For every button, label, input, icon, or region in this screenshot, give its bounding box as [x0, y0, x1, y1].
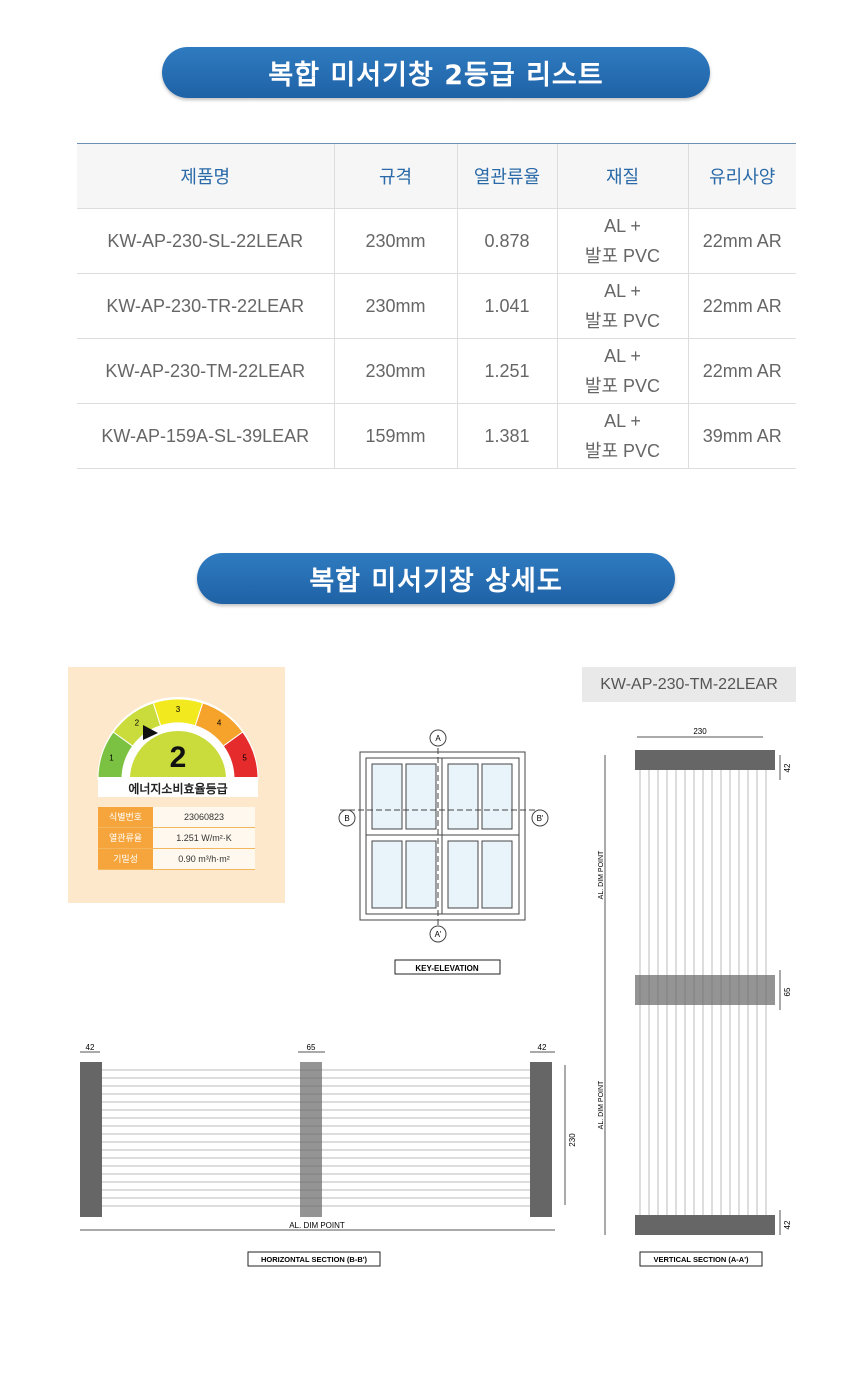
- grade-scale-label: 1: [109, 753, 114, 762]
- grade-pointer-icon: [143, 725, 158, 740]
- material-line: 발포 PVC: [584, 246, 661, 266]
- horizontal-section-drawing: 42 65 42 230 AL. DIM POINT HORIZONTAL SE…: [80, 1043, 577, 1267]
- label-value: 23060823: [153, 807, 255, 828]
- material: AL + 발포 PVC: [556, 403, 688, 469]
- dim-230: 230: [693, 727, 707, 736]
- key-elevation-caption: KEY-ELEVATION: [415, 964, 478, 973]
- product-name: KW-AP-230-TR-22LEAR: [77, 273, 334, 339]
- material-line: AL +: [604, 411, 641, 431]
- label-value: 1.251 W/m²·K: [153, 827, 255, 849]
- dim-42: 42: [783, 763, 792, 772]
- col-header: 열관류율: [456, 143, 557, 209]
- dim-point-label: AL. DIM POINT: [598, 1080, 605, 1129]
- size: 230mm: [333, 338, 457, 404]
- dim-42: 42: [538, 1043, 547, 1052]
- list-section-title: 복합 미서기창 2등급 리스트: [162, 47, 710, 98]
- material-line: 발포 PVC: [584, 441, 661, 461]
- label-key: 열관류율: [98, 827, 153, 849]
- vertical-section-drawing: 230 42 65 42 AL. DIM POINT AL. DIM POINT…: [598, 727, 792, 1267]
- u-value: 1.041: [456, 273, 557, 339]
- dim-42: 42: [86, 1043, 95, 1052]
- size: 230mm: [333, 208, 457, 274]
- material-line: 발포 PVC: [584, 311, 661, 331]
- product-name: KW-AP-230-SL-22LEAR: [77, 208, 334, 274]
- grade-scale-label: 4: [217, 718, 222, 727]
- material-line: AL +: [604, 281, 641, 301]
- material-line: AL +: [604, 346, 641, 366]
- horizontal-section-caption: HORIZONTAL SECTION (B-B'): [261, 1255, 368, 1264]
- dim-230: 230: [568, 1133, 577, 1147]
- key-elevation-drawing: A A' B B' KEY-ELEVATION: [338, 729, 549, 975]
- glass: 22mm AR: [687, 273, 796, 339]
- material: AL + 발포 PVC: [556, 273, 688, 339]
- product-name: KW-AP-230-TM-22LEAR: [77, 338, 334, 404]
- col-header: 재질: [556, 143, 688, 209]
- dim-65: 65: [307, 1043, 316, 1052]
- glass: 22mm AR: [687, 208, 796, 274]
- label-key: 기밀성: [98, 848, 153, 870]
- glass: 39mm AR: [687, 403, 796, 469]
- label-key: 식별번호: [98, 807, 153, 828]
- glass: 22mm AR: [687, 338, 796, 404]
- size: 159mm: [333, 403, 457, 469]
- u-value: 1.381: [456, 403, 557, 469]
- grade-number: 2: [170, 741, 187, 774]
- material-line: 발포 PVC: [584, 376, 661, 396]
- col-header: 유리사양: [687, 143, 796, 209]
- product-name: KW-AP-159A-SL-39LEAR: [77, 403, 334, 469]
- u-value: 0.878: [456, 208, 557, 274]
- grade-scale-label: 5: [242, 753, 247, 762]
- dim-point-label: AL. DIM POINT: [598, 850, 605, 899]
- col-header: 제품명: [77, 143, 334, 209]
- dim-65: 65: [783, 987, 792, 996]
- model-label: KW-AP-230-TM-22LEAR: [582, 667, 796, 702]
- material-line: AL +: [604, 216, 641, 236]
- marker-a: A: [435, 734, 441, 743]
- vertical-section-caption: VERTICAL SECTION (A-A'): [654, 1255, 749, 1264]
- marker-a2: A': [435, 930, 442, 939]
- grade-scale-label: 2: [135, 718, 140, 727]
- label-value: 0.90 m³/h·m²: [153, 848, 255, 870]
- material: AL + 발포 PVC: [556, 208, 688, 274]
- marker-b2: B': [537, 814, 544, 823]
- marker-b: B: [344, 814, 349, 823]
- size: 230mm: [333, 273, 457, 339]
- dim-point-label: AL. DIM POINT: [289, 1221, 345, 1230]
- u-value: 1.251: [456, 338, 557, 404]
- dim-42: 42: [783, 1220, 792, 1229]
- detail-section-title: 복합 미서기창 상세도: [197, 553, 675, 604]
- efficiency-gauge: 1 2 3 4 5 2 에너지소비효율등급: [97, 697, 259, 797]
- material: AL + 발포 PVC: [556, 338, 688, 404]
- grade-scale-label: 3: [176, 705, 181, 714]
- label-title: 에너지소비효율등급: [128, 781, 227, 796]
- col-header: 규격: [333, 143, 457, 209]
